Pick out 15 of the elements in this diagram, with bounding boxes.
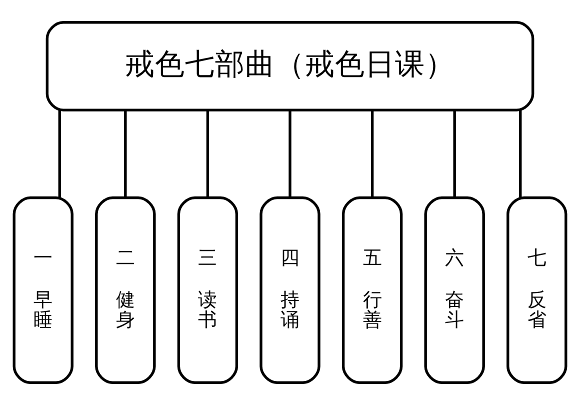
node-box: 七 反省 (506, 196, 568, 384)
connector (519, 110, 522, 197)
node-box: 六 奋斗 (424, 196, 485, 384)
node-box: 戒色七部曲（戒色日课） (46, 20, 534, 111)
connector (124, 110, 127, 197)
node-box: 五 行善 (342, 196, 403, 384)
node-box: 四 持诵 (260, 196, 320, 384)
connector (288, 110, 292, 197)
connector (58, 110, 61, 197)
connector (206, 110, 210, 197)
connector (453, 110, 456, 197)
node-box: 一 早睡 (12, 196, 74, 384)
node-box: 三 读书 (177, 196, 238, 384)
node-box: 二 健身 (95, 196, 156, 384)
connector (370, 110, 374, 197)
